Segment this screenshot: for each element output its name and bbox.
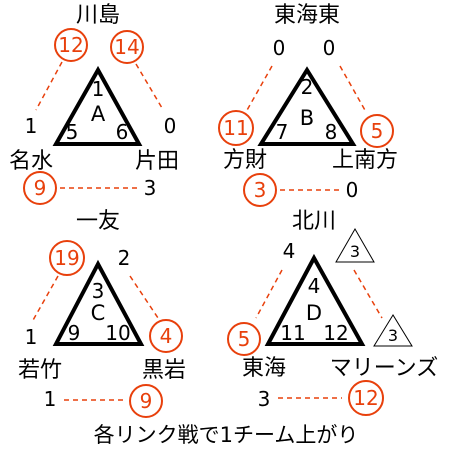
group-d-top-team: 北川 [292, 209, 336, 234]
group-c-link-right [129, 275, 159, 319]
group-b-position-right: 8 [325, 120, 338, 144]
group-c-position-top: 3 [92, 279, 105, 303]
group-a-position-left: 5 [66, 120, 79, 144]
group-b-winner-circle-bottom [243, 173, 277, 207]
group-a-top-team: 川島 [76, 3, 120, 28]
group-a-score-bottom-right: 3 [144, 176, 157, 200]
group-b-position-top: 2 [301, 75, 314, 99]
group-b-winner-circle-left [218, 110, 254, 146]
group-c-winner-circle-bottom [129, 384, 163, 418]
group-b-score-bottom-left: 3 [254, 178, 267, 202]
group-a-score-top-right: 14 [114, 35, 139, 59]
group-c-score-top-right: 2 [118, 246, 131, 270]
group-a-link-left [35, 61, 63, 111]
group-d: 北川 3 4 4 D 11 12 5 3 東海 マリーンズ 3 12 [227, 209, 438, 416]
group-b-score-bottom-right: 0 [346, 178, 359, 202]
group-c-link-left [31, 275, 59, 323]
group-c-winner-circle-top-left [49, 240, 85, 276]
group-d-score-right-top: 3 [388, 326, 398, 345]
group-a-position-right: 6 [116, 120, 129, 144]
group-a-score-top-left: 12 [58, 33, 83, 57]
group-b-triangle [257, 66, 357, 146]
group-a: 川島 12 14 1 A 5 6 1 0 名水 片田 9 3 [9, 3, 179, 205]
group-b-position-left: 7 [276, 120, 289, 144]
group-d-right-team: マリーンズ [330, 356, 438, 381]
group-a-score-left-top: 1 [25, 114, 38, 138]
group-d-winner-circle-bottom [348, 380, 384, 416]
group-d-position-right: 12 [323, 321, 348, 345]
group-b: 東海東 0 0 2 B 7 8 11 5 方財 上南方 3 0 [218, 3, 398, 207]
group-a-score-bottom-left: 9 [34, 176, 47, 200]
group-c-score-bottom-right: 9 [140, 389, 153, 413]
group-d-score-left-top: 5 [238, 327, 251, 351]
group-d-position-left: 11 [280, 321, 305, 345]
group-d-score-bottom-left: 3 [258, 387, 271, 411]
group-a-winner-circle-bottom [23, 171, 57, 205]
group-d-tie-triangle-right [373, 314, 413, 347]
group-a-score-right-top: 0 [164, 114, 177, 138]
group-a-winner-circle-top-left [54, 28, 88, 62]
group-c: 一友 19 2 3 C 9 10 1 4 若竹 黒岩 1 9 [18, 209, 186, 418]
group-d-left-team: 東海 [242, 356, 286, 381]
group-b-left-team: 方財 [223, 148, 267, 173]
group-a-right-team: 片田 [135, 149, 179, 174]
group-c-right-team: 黒岩 [142, 358, 186, 383]
group-d-position-top: 4 [308, 274, 321, 298]
caption: 各リンク戦で1チーム上がり [94, 423, 359, 447]
group-a-triangle [52, 65, 143, 146]
group-d-winner-circle-left [227, 322, 261, 356]
group-b-link-right [339, 65, 367, 113]
group-b-score-right-top: 5 [371, 119, 384, 143]
group-d-tie-triangle-top [335, 227, 375, 263]
group-a-link-right [135, 63, 163, 109]
group-c-top-team: 一友 [76, 209, 120, 234]
group-d-label: D [306, 301, 322, 325]
group-b-winner-circle-right [360, 114, 394, 148]
group-a-left-team: 名水 [9, 149, 53, 174]
group-c-label: C [91, 301, 106, 325]
group-d-triangle [264, 253, 366, 346]
group-b-score-top-right: 0 [323, 36, 336, 60]
group-c-score-bottom-left: 1 [44, 387, 57, 411]
group-c-score-left-top: 1 [25, 325, 38, 349]
group-b-right-team: 上南方 [332, 148, 398, 173]
group-b-top-team: 東海東 [274, 3, 340, 28]
group-d-link-right [353, 269, 383, 319]
group-a-position-top: 1 [92, 77, 105, 101]
group-d-link-left [255, 269, 283, 319]
group-d-score-top-right: 3 [350, 242, 360, 261]
group-c-score-right-top: 4 [160, 324, 173, 348]
group-a-winner-circle-top-right [110, 30, 144, 64]
group-c-position-left: 9 [68, 321, 81, 345]
group-b-label: B [300, 106, 314, 130]
group-a-label: A [91, 102, 106, 126]
group-b-score-top-left: 0 [273, 36, 286, 60]
group-d-score-bottom-right: 12 [353, 386, 378, 410]
group-c-left-team: 若竹 [18, 358, 62, 383]
group-b-score-left-top: 11 [223, 116, 248, 140]
group-c-position-right: 10 [105, 321, 130, 345]
group-b-link-left [245, 65, 273, 113]
group-d-score-top-left: 4 [283, 239, 296, 263]
group-c-winner-circle-right [149, 319, 183, 353]
group-c-triangle [52, 259, 145, 346]
group-c-score-top-left: 19 [54, 246, 79, 270]
